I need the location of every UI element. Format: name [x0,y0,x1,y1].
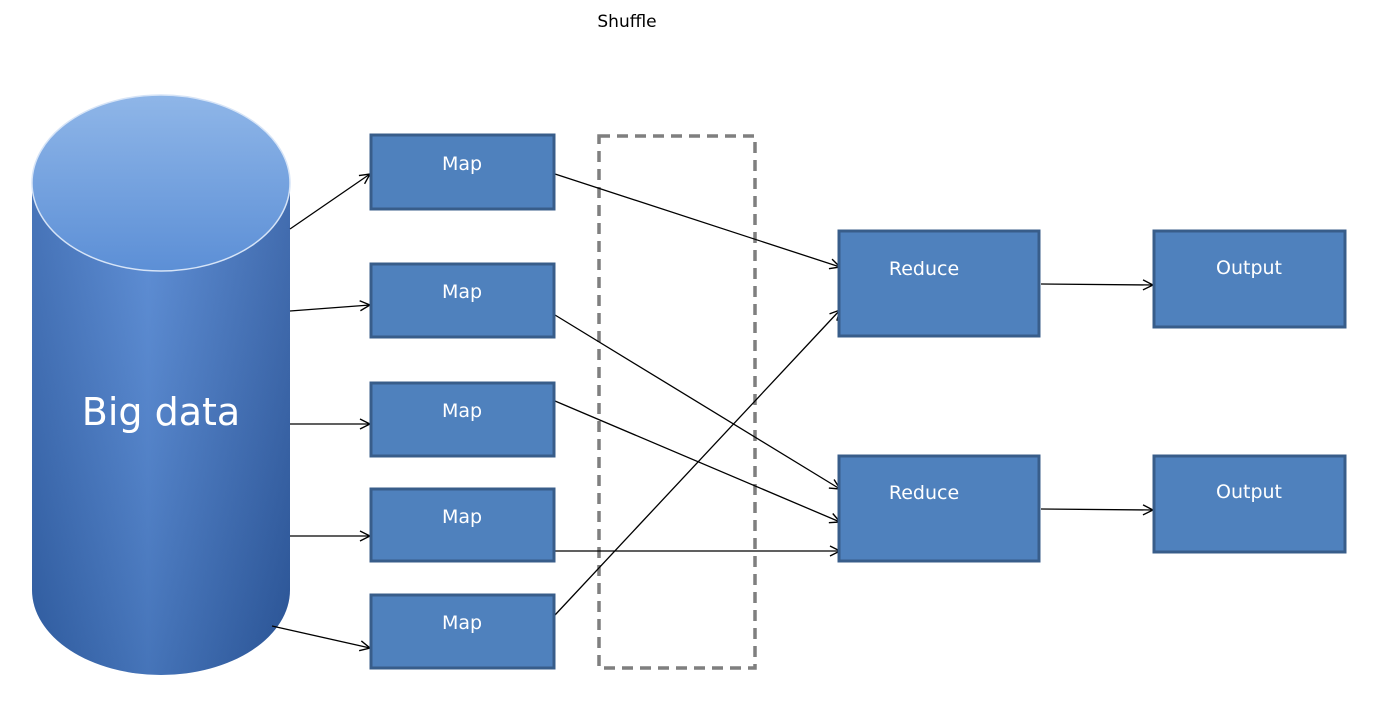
reduce-box-rect [837,229,1041,338]
map-label: Map [442,281,482,303]
output-box-rect [1152,454,1347,554]
reduce-box: Reduce [837,229,1041,338]
map-box: Map [369,262,556,339]
output-label: Output [1216,257,1282,279]
map-box-rect [369,487,556,563]
output-label: Output [1216,481,1282,503]
map-box: Map [369,381,556,458]
reduce-label: Reduce [889,258,959,280]
cylinder-body-shade [32,183,290,675]
output-box: Output [1152,454,1347,554]
arrow-map-3-to-reduce-2 [554,400,840,522]
map-box: Map [369,133,556,211]
map-label: Map [442,153,482,175]
shuffle-region [597,134,757,670]
big-data-cylinder: Big data [31,94,291,675]
map-box-rect [369,593,556,670]
big-data-label: Big data [82,390,240,434]
cylinder-top [31,94,291,272]
reduce-label: Reduce [889,482,959,504]
arrow-bigdata-to-map-2 [289,305,370,312]
map-box-rect [369,133,556,211]
map-box: Map [369,593,556,670]
arrow-map-2-to-reduce-2 [554,314,840,489]
reduce-box: Reduce [837,454,1041,563]
map-label: Map [442,612,482,634]
arrow-map-1-to-reduce-1 [554,173,840,267]
map-box: Map [369,487,556,563]
arrow-bigdata-to-map-5 [271,625,370,648]
arrow-reduce-1-to-output-1 [1040,284,1153,285]
map-box-rect [369,381,556,458]
map-label: Map [442,506,482,528]
arrow-map-5-to-reduce-1 [554,310,840,616]
flow-arrows [271,173,1153,648]
arrow-bigdata-to-map-1 [289,174,370,230]
map-label: Map [442,400,482,422]
arrow-reduce-2-to-output-2 [1040,509,1153,510]
shuffle-label: Shuffle [597,12,656,32]
reduce-box-rect [837,454,1041,563]
map-box-rect [369,262,556,339]
output-box-rect [1152,229,1347,329]
output-box: Output [1152,229,1347,329]
